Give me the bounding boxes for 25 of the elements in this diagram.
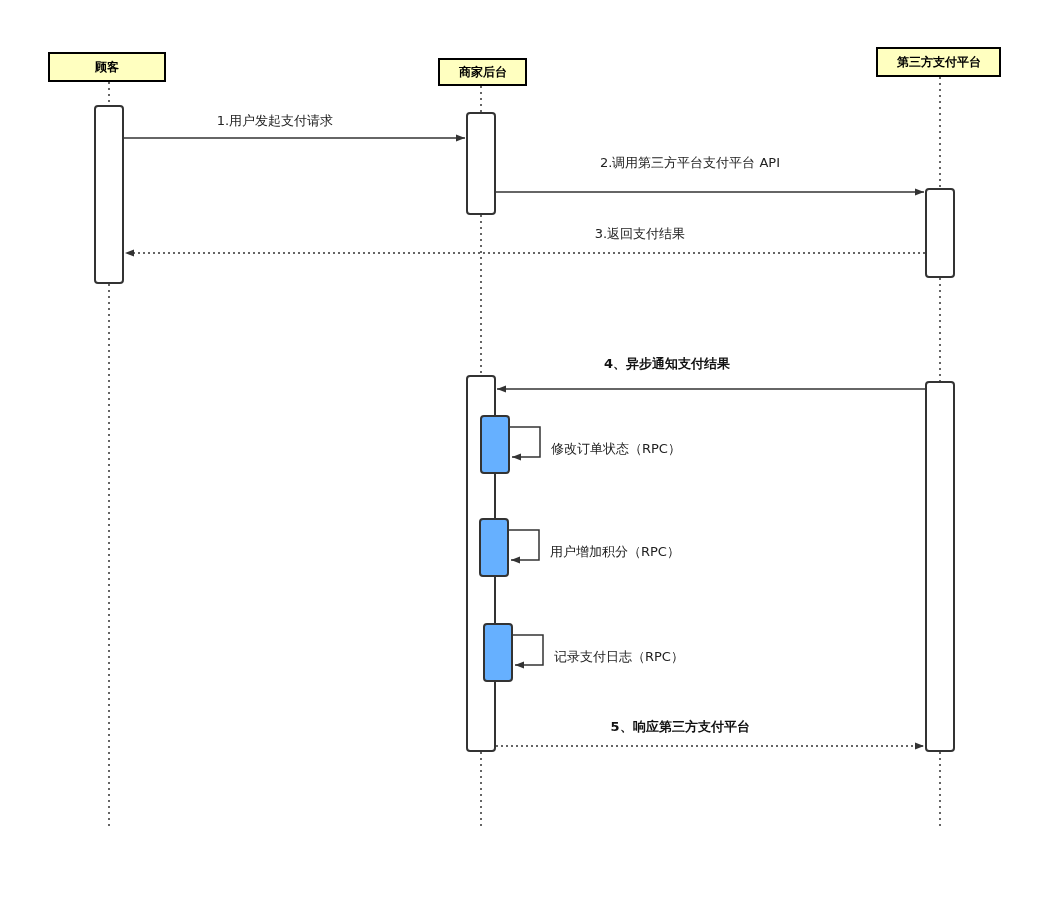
message-arrow <box>495 188 925 196</box>
self-call-activation-bar <box>479 518 509 577</box>
lifeline <box>108 283 110 827</box>
self-call-arrow <box>512 634 544 669</box>
activation-bar <box>466 112 496 215</box>
message-arrow <box>123 134 466 142</box>
self-call-arrow <box>509 426 541 461</box>
lifeline <box>939 76 941 189</box>
participant-box: 第三方支付平台 <box>876 47 1001 77</box>
self-call-arrow <box>508 529 540 564</box>
message-arrow <box>495 742 925 750</box>
self-call-activation-bar <box>483 623 513 682</box>
activation-bar <box>94 105 124 284</box>
lifeline <box>939 277 941 382</box>
participant-box: 商家后台 <box>438 58 527 86</box>
message-arrow <box>124 249 926 257</box>
lifeline <box>480 751 482 827</box>
activation-bar <box>925 188 955 278</box>
participant-box: 顾客 <box>48 52 166 82</box>
activation-bar <box>925 381 955 752</box>
self-call-activation-bar <box>480 415 510 474</box>
lifeline <box>480 214 482 376</box>
message-arrow <box>496 385 926 393</box>
lifeline <box>480 85 482 113</box>
lifeline <box>939 751 941 827</box>
